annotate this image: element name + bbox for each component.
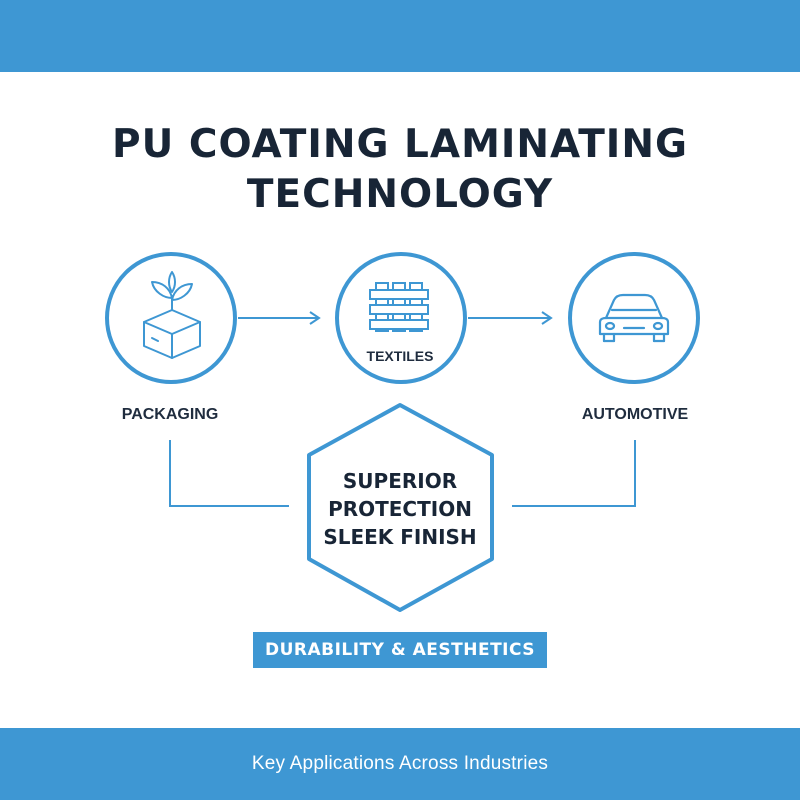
packaging-circle — [105, 252, 237, 384]
packaging-label: PACKAGING — [121, 406, 219, 423]
arrow-packaging-to-textiles — [238, 311, 321, 325]
title-line-1: PU COATING LAMINATING — [112, 122, 688, 167]
durability-tag: DURABILITY & AESTHETICS — [253, 632, 547, 668]
connector-packaging-to-center — [169, 440, 289, 507]
durability-tag-label: DURABILITY & AESTHETICS — [264, 640, 536, 660]
footer-text: Key Applications Across Industries — [251, 753, 549, 774]
center-line-3: SLEEK FINISH — [323, 525, 477, 549]
box-with-leaves-icon — [143, 271, 201, 359]
center-benefits: SUPERIOR PROTECTION SLEEK FINISH — [300, 467, 500, 551]
center-line-2: PROTECTION — [328, 497, 472, 521]
top-banner — [0, 0, 800, 72]
title-line-2: TECHNOLOGY — [246, 172, 554, 217]
center-hexagon — [307, 403, 494, 612]
center-line-1: SUPERIOR — [342, 469, 458, 493]
footer-banner: Key Applications Across Industries — [0, 728, 800, 800]
textiles-label: TEXTILES — [366, 348, 434, 364]
car-icon — [598, 293, 670, 343]
page-title: PU COATING LAMINATING TECHNOLOGY — [0, 120, 800, 220]
automotive-label: AUTOMOTIVE — [581, 406, 689, 423]
arrow-textiles-to-automotive — [468, 311, 553, 325]
woven-fabric-icon — [369, 282, 429, 332]
connector-automotive-to-center — [512, 440, 636, 507]
